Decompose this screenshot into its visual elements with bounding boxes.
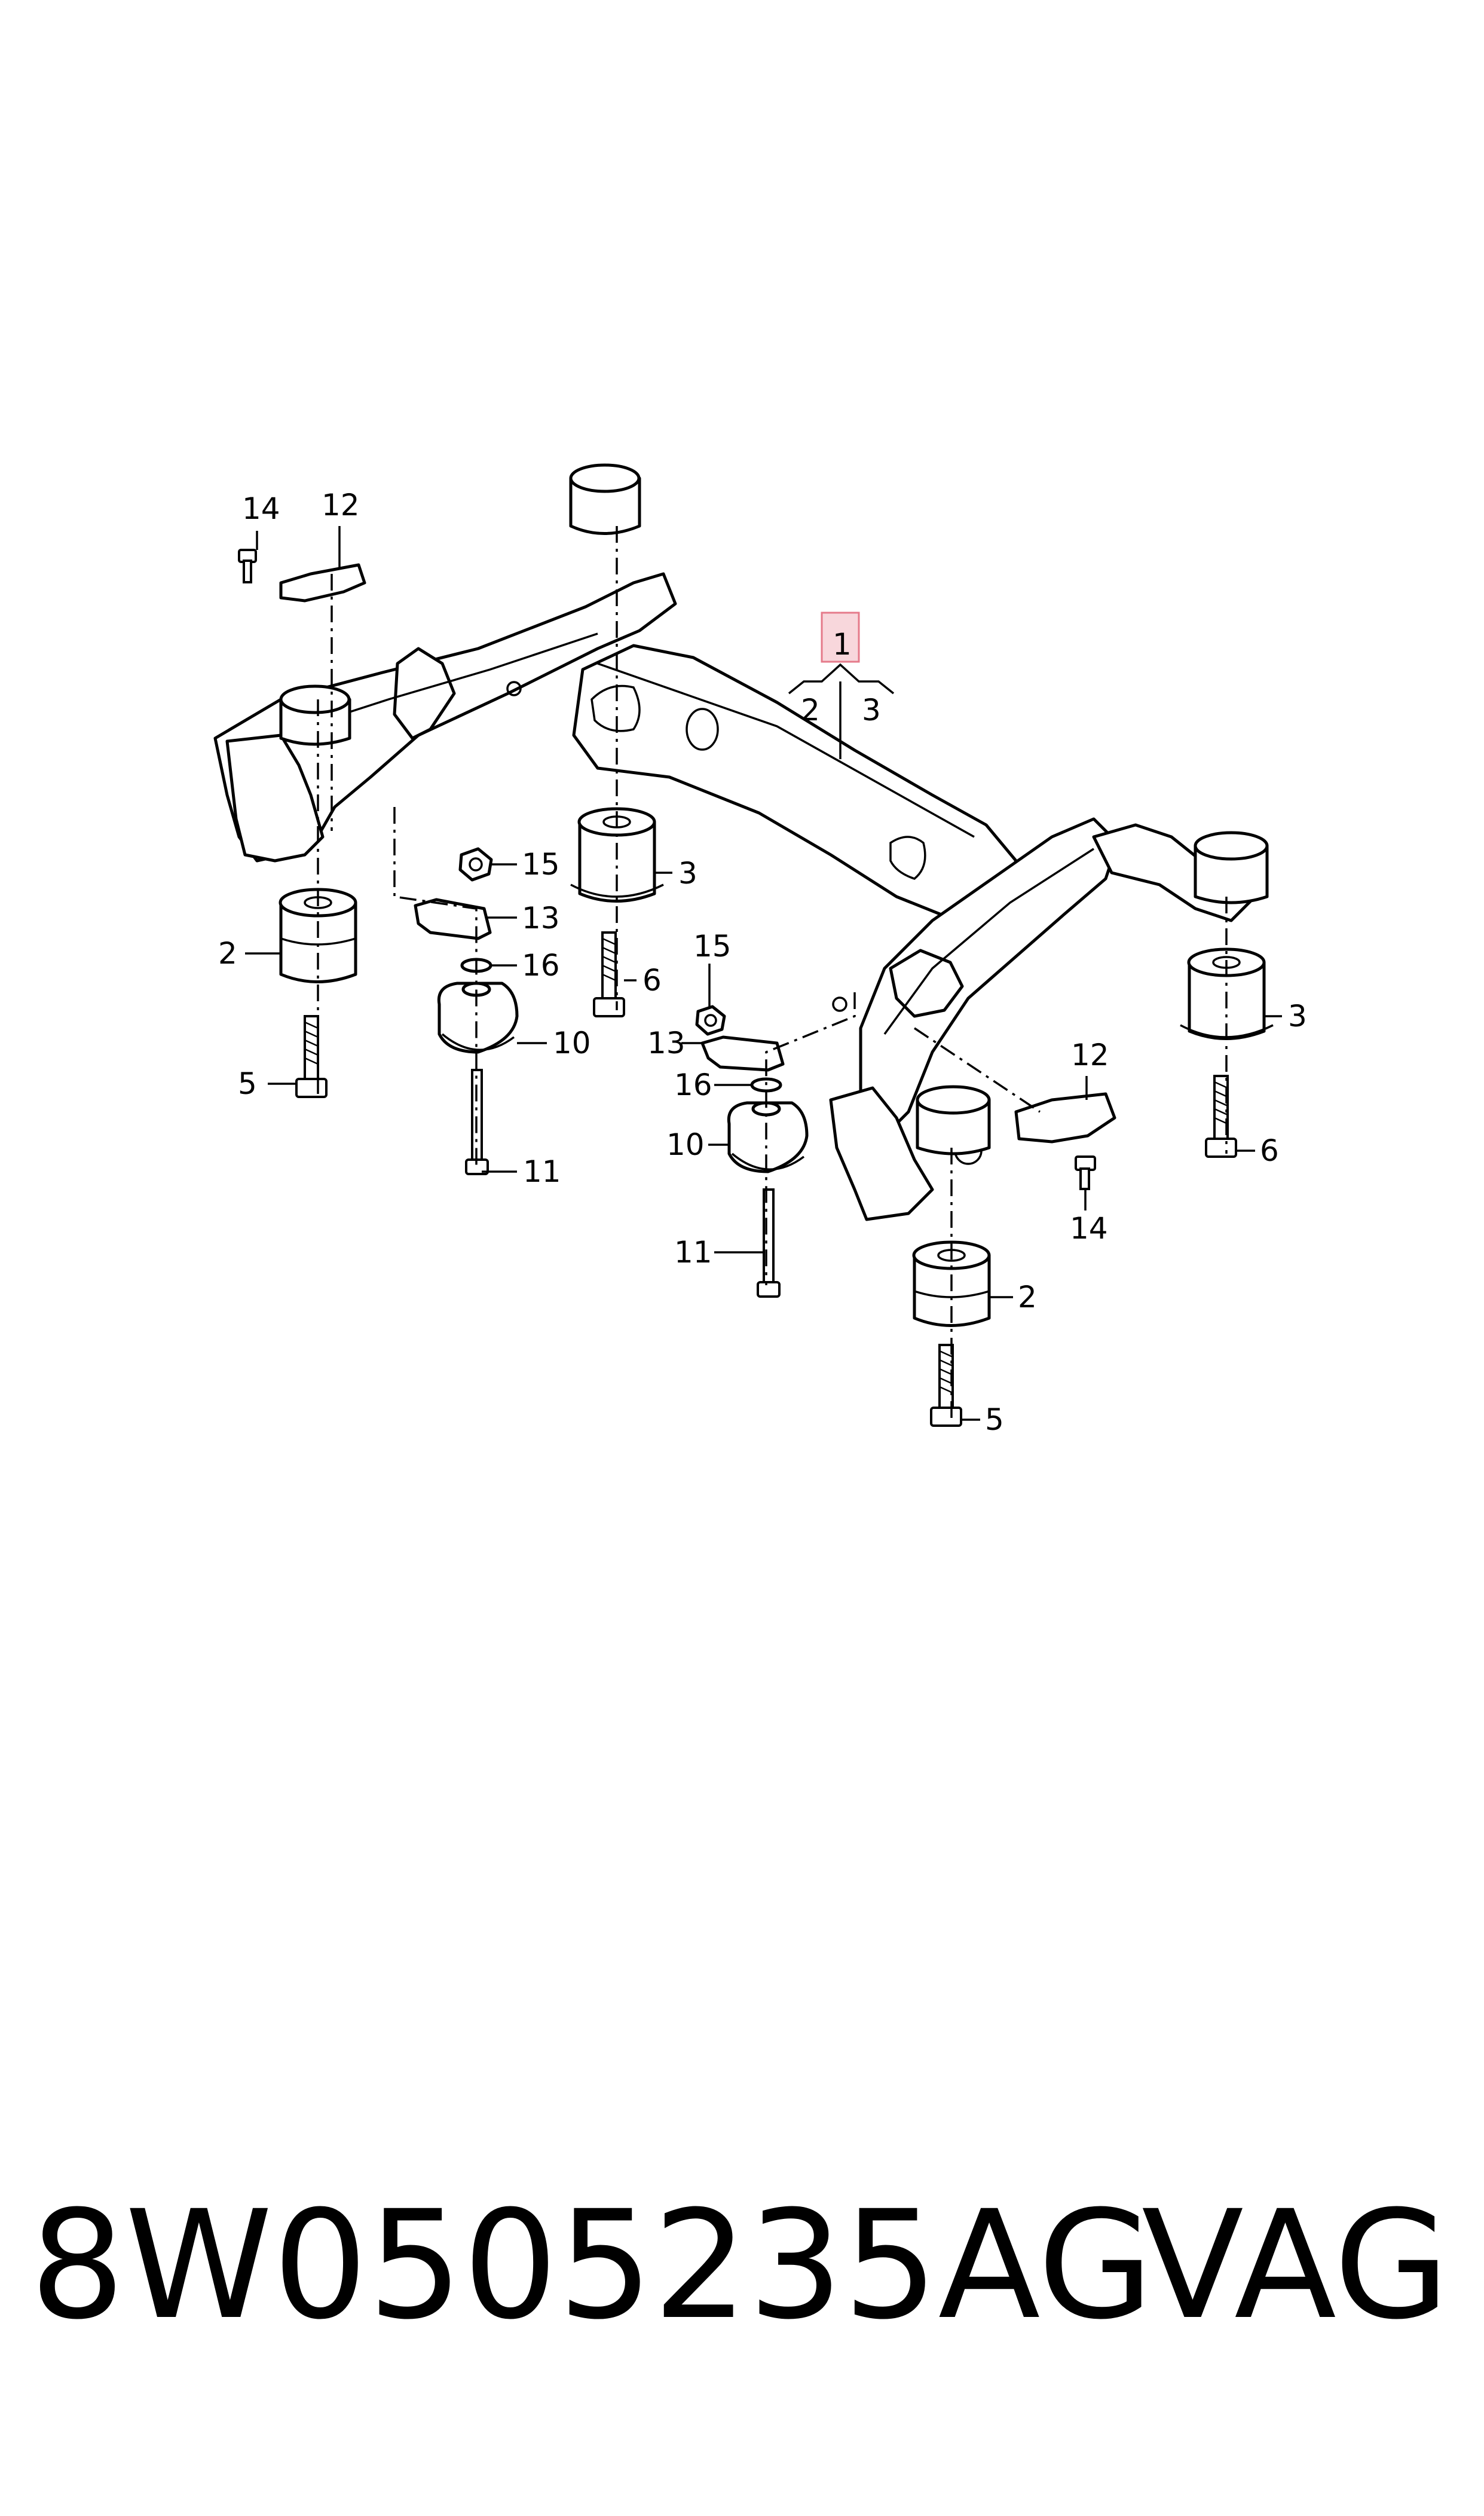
callout-left-front-bush: 3	[678, 856, 697, 891]
screw-right	[1075, 1155, 1096, 1190]
main-callout-bracket	[788, 663, 895, 695]
centerline-right-top-bracket	[914, 1027, 1041, 1113]
mount-right	[727, 1101, 809, 1173]
callout-left-screw-top: 14	[242, 491, 280, 526]
left-rail-bracket	[393, 647, 456, 740]
main-callout-highlight	[821, 612, 860, 663]
right-rail-hole	[832, 996, 847, 1012]
sleeve-right-rear	[916, 1085, 991, 1155]
nut-right	[695, 1005, 726, 1036]
left-rail-hole	[506, 681, 522, 696]
callout-left-rear-bush: 2	[218, 936, 237, 971]
part-number: 8W0505235AG	[30, 2178, 1154, 2352]
right-rear-tower	[829, 1086, 934, 1221]
callout-right-washer: 16	[674, 1068, 712, 1102]
brand-name: VAG	[1142, 2178, 1450, 2352]
rear-beam-window	[590, 684, 641, 732]
bolt-right-front	[1205, 1075, 1237, 1158]
callout-right-mount-bolt: 11	[674, 1235, 712, 1270]
callout-sub-a: 2	[801, 693, 820, 727]
callout-left-washer: 16	[522, 948, 560, 983]
right-rail-edge	[883, 848, 1094, 1035]
callout-sub-b: 3	[862, 693, 881, 727]
callout-left-mount: 10	[553, 1026, 591, 1060]
bracket-top-left	[279, 563, 366, 603]
callout-left-bracket-top: 12	[322, 488, 360, 522]
rear-beam-edge	[597, 662, 975, 838]
callout-right-front-bush: 3	[1288, 999, 1307, 1034]
bush-left-rear	[279, 888, 357, 983]
callout-right-nut: 15	[693, 929, 732, 964]
bolt-right-rear	[930, 1344, 962, 1427]
callout-right-rear-bolt: 5	[985, 1402, 1004, 1437]
bracket-right	[700, 1035, 785, 1072]
bracket-top-right	[1014, 1092, 1116, 1144]
callout-right-front-bolt: 6	[1260, 1133, 1279, 1168]
callout-left-rear-bolt: 5	[238, 1066, 257, 1101]
bolt-left-rear	[295, 1015, 328, 1098]
callout-left-front-bolt: 6	[642, 963, 662, 998]
rear-beam-window-right	[889, 836, 926, 880]
bolt-right-mount	[757, 1188, 781, 1298]
callout-right-mount: 10	[666, 1127, 705, 1162]
leader-lines	[245, 526, 1282, 1421]
sleeve-left-rear	[279, 684, 351, 746]
callout-right-bracket-top: 12	[1071, 1038, 1109, 1072]
nut-left	[458, 847, 493, 882]
callout-left-nut: 15	[522, 847, 560, 882]
mount-left	[437, 982, 519, 1054]
sleeve-right-front	[1194, 831, 1269, 904]
bracket-left	[414, 898, 492, 940]
centerline-left-mount	[393, 807, 478, 1166]
callout-main-assembly: 1	[833, 627, 852, 662]
rear-beam-hole	[686, 708, 719, 751]
bolt-left-front	[593, 931, 625, 1017]
callout-right-bracket: 13	[647, 1026, 686, 1060]
callout-right-screw: 14	[1070, 1211, 1108, 1246]
callout-left-mount-bolt: 11	[523, 1154, 561, 1189]
centerline-right-mount	[765, 992, 856, 1285]
screw-left-top	[238, 549, 257, 583]
left-rear-tower	[225, 733, 325, 863]
callout-right-rear-bush: 2	[1018, 1280, 1037, 1314]
callout-left-bracket: 13	[522, 901, 560, 936]
sleeve-left-front	[569, 463, 641, 535]
